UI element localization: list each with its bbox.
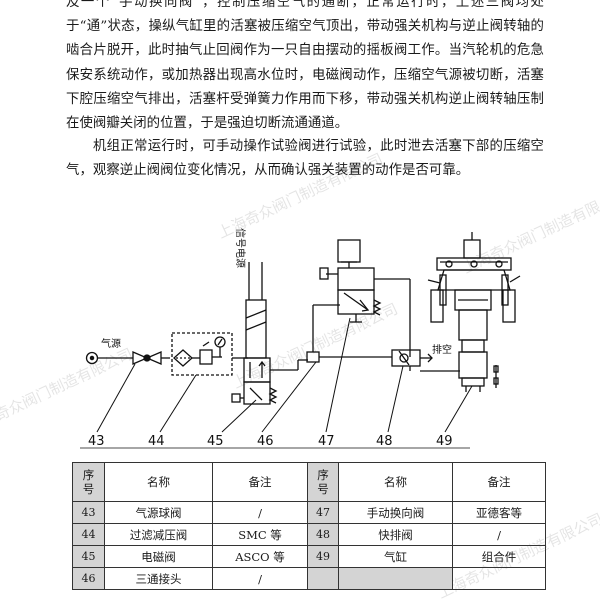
cell-remark xyxy=(452,567,546,590)
callout-48: 48 xyxy=(376,434,393,449)
cell-number: 43 xyxy=(72,501,105,524)
table-row: 44 过滤减压阀 SMC 等 48 快排阀 / xyxy=(72,523,546,546)
cell-number xyxy=(307,567,339,590)
filter-regulator-44 xyxy=(171,332,233,376)
header-remark-2: 备注 xyxy=(452,462,546,502)
cell-remark: SMC 等 xyxy=(212,523,308,546)
table-row: 46 三通接头 / xyxy=(72,567,546,590)
manual-valve-47 xyxy=(319,239,382,323)
cell-remark: 组合件 xyxy=(452,545,546,568)
cell-remark: ASCO 等 xyxy=(212,545,308,568)
callout-49: 49 xyxy=(436,434,453,449)
solenoid-valve-45 xyxy=(231,299,278,405)
callout-43: 43 xyxy=(88,434,105,449)
table-row: 43 气源球阀 / 47 手动换向阀 亚德客等 xyxy=(72,501,546,524)
callout-47: 47 xyxy=(318,434,335,449)
cell-remark: / xyxy=(212,567,308,590)
cell-name: 电磁阀 xyxy=(104,545,213,568)
cell-name: 气缸 xyxy=(338,545,453,568)
cell-name: 过滤减压阀 xyxy=(104,523,213,546)
cell-name: 快排阀 xyxy=(338,523,453,546)
cell-remark: / xyxy=(212,501,308,524)
header-seq-2: 序 号 xyxy=(307,462,339,502)
header-seq: 序 号 xyxy=(72,462,105,502)
header-name: 名称 xyxy=(104,462,213,502)
cell-number: 48 xyxy=(307,523,339,546)
cell-number: 44 xyxy=(72,523,105,546)
air-source-symbol xyxy=(85,351,99,365)
ball-valve-43 xyxy=(132,351,162,365)
body-paragraph-2: 机组正常运行时，可手动操作试验阀进行试验，此时泄去活塞下部的压缩空气，观察逆止阀… xyxy=(66,139,544,179)
cell-name xyxy=(338,567,453,590)
cell-remark: / xyxy=(452,523,546,546)
header-remark: 备注 xyxy=(212,462,308,502)
parts-table: 序 号 名称 备注 序 号 名称 备注 43 气源球阀 / 47 手动换向阀 亚… xyxy=(72,462,546,590)
table-row: 45 电磁阀 ASCO 等 49 气缸 组合件 xyxy=(72,545,546,568)
tee-joint-46 xyxy=(306,340,320,363)
body-paragraph-1: 及一个“手动换向阀”，控制压缩空气的通断，正常运行时，上述三阀均处于“通”状态，… xyxy=(66,0,544,132)
label-exhaust: 排空 xyxy=(432,343,452,356)
cell-name: 气源球阀 xyxy=(104,501,213,524)
callout-45: 45 xyxy=(207,434,224,449)
label-signal-power: 信号电源 xyxy=(234,228,247,268)
cell-name: 三通接头 xyxy=(104,567,213,590)
cell-number: 46 xyxy=(72,567,105,590)
callout-46: 46 xyxy=(257,434,274,449)
cell-number: 47 xyxy=(307,501,339,524)
callout-leaders xyxy=(80,317,473,449)
table-header-row: 序 号 名称 备注 序 号 名称 备注 xyxy=(72,462,546,502)
cylinder-49 xyxy=(427,232,521,392)
cell-name: 手动换向阀 xyxy=(338,501,453,524)
callout-44: 44 xyxy=(148,434,165,449)
cell-remark: 亚德客等 xyxy=(452,501,546,524)
cell-number: 49 xyxy=(307,545,339,568)
cell-number: 45 xyxy=(72,545,105,568)
label-air-source: 气源 xyxy=(101,337,121,350)
header-name-2: 名称 xyxy=(338,462,453,502)
quick-exhaust-valve-48 xyxy=(391,349,460,372)
